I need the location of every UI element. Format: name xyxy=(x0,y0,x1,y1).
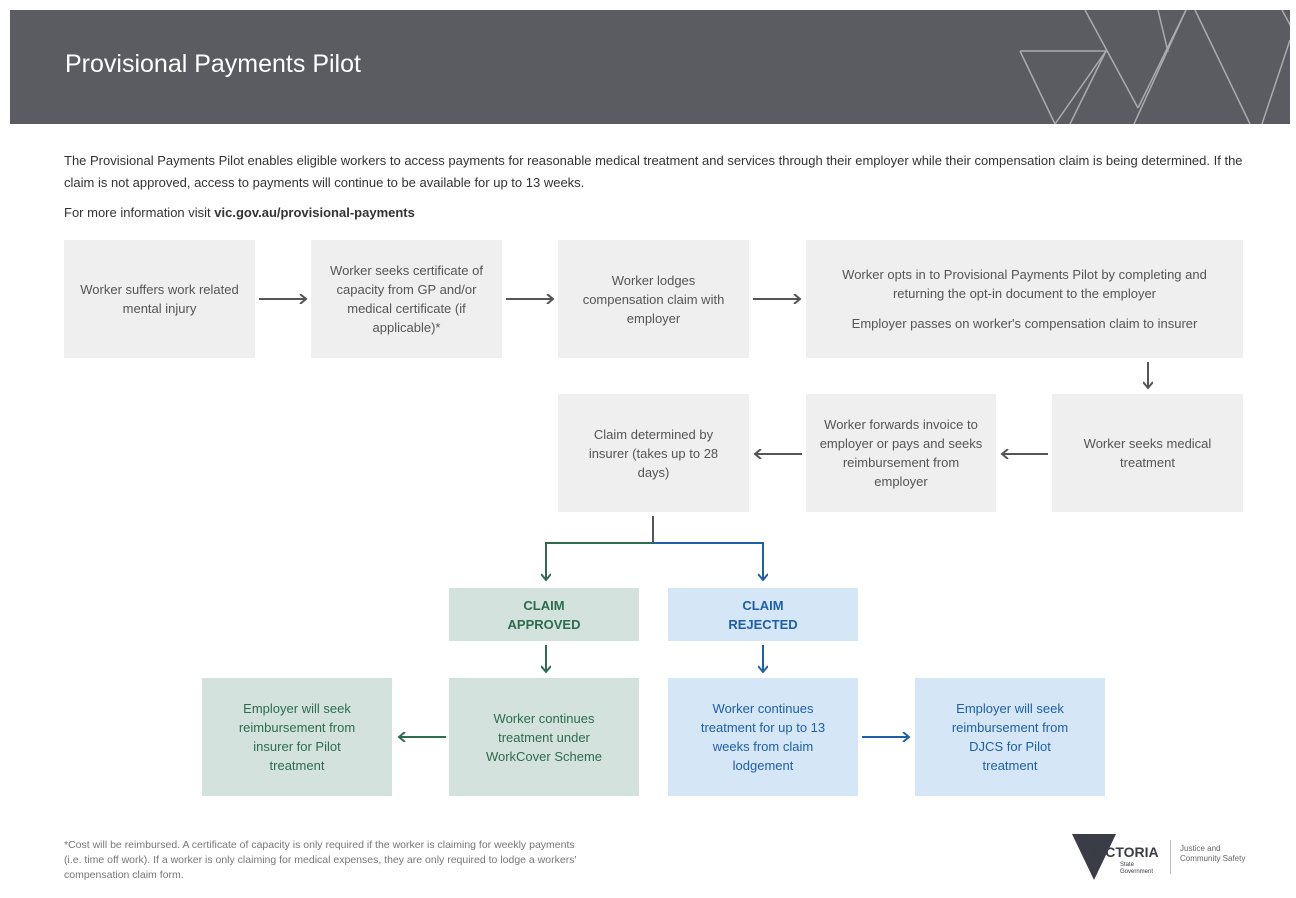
more-info-link[interactable]: vic.gov.au/provisional-payments xyxy=(214,205,415,220)
logo-sub: State Government xyxy=(1120,862,1154,875)
more-info: For more information visit vic.gov.au/pr… xyxy=(64,202,1244,224)
rejected-continue-treatment: Worker continues treatment for up to 13 … xyxy=(668,678,858,796)
rejected-employer-reimbursement: Employer will seek reimbursement from DJ… xyxy=(915,678,1105,796)
logo-brand: VICTORIA xyxy=(1092,844,1159,860)
victoria-logo: VICTORIA State Government Justice and Co… xyxy=(1072,832,1252,882)
logo-divider xyxy=(1170,840,1171,874)
approved-continue-treatment: Worker continues treatment under WorkCov… xyxy=(449,678,639,796)
step-certificate: Worker seeks certificate of capacity fro… xyxy=(311,240,502,358)
intro-text: The Provisional Payments Pilot enables e… xyxy=(64,153,1243,190)
header-banner: Provisional Payments Pilot xyxy=(10,10,1290,124)
step-opt-in-text: Worker opts in to Provisional Payments P… xyxy=(842,267,1207,301)
step-opt-in: Worker opts in to Provisional Payments P… xyxy=(806,240,1243,358)
arrow-to-approved xyxy=(546,542,653,580)
footnote: *Cost will be reimbursed. A certificate … xyxy=(64,839,577,881)
step-medical-treatment: Worker seeks medical treatment xyxy=(1052,394,1243,512)
victoria-triangle-icon xyxy=(1072,834,1116,880)
step-pass-claim-text: Employer passes on worker's compensation… xyxy=(851,316,1198,331)
arrow-to-rejected xyxy=(653,542,763,580)
page-title: Provisional Payments Pilot xyxy=(65,50,361,78)
claim-approved-label: CLAIM APPROVED xyxy=(449,588,639,641)
step-injury: Worker suffers work related mental injur… xyxy=(64,240,255,358)
step-invoice: Worker forwards invoice to employer or p… xyxy=(806,394,996,512)
triangle-pattern-decoration xyxy=(1019,10,1290,124)
more-info-prefix: For more information visit xyxy=(64,205,215,220)
step-lodge-claim: Worker lodges compensation claim with em… xyxy=(558,240,749,358)
logo-dept: Justice and Community Safety xyxy=(1180,844,1246,863)
step-claim-determined: Claim determined by insurer (takes up to… xyxy=(558,394,749,512)
approved-employer-reimbursement: Employer will seek reimbursement from in… xyxy=(202,678,392,796)
claim-rejected-label: CLAIM REJECTED xyxy=(668,588,858,641)
